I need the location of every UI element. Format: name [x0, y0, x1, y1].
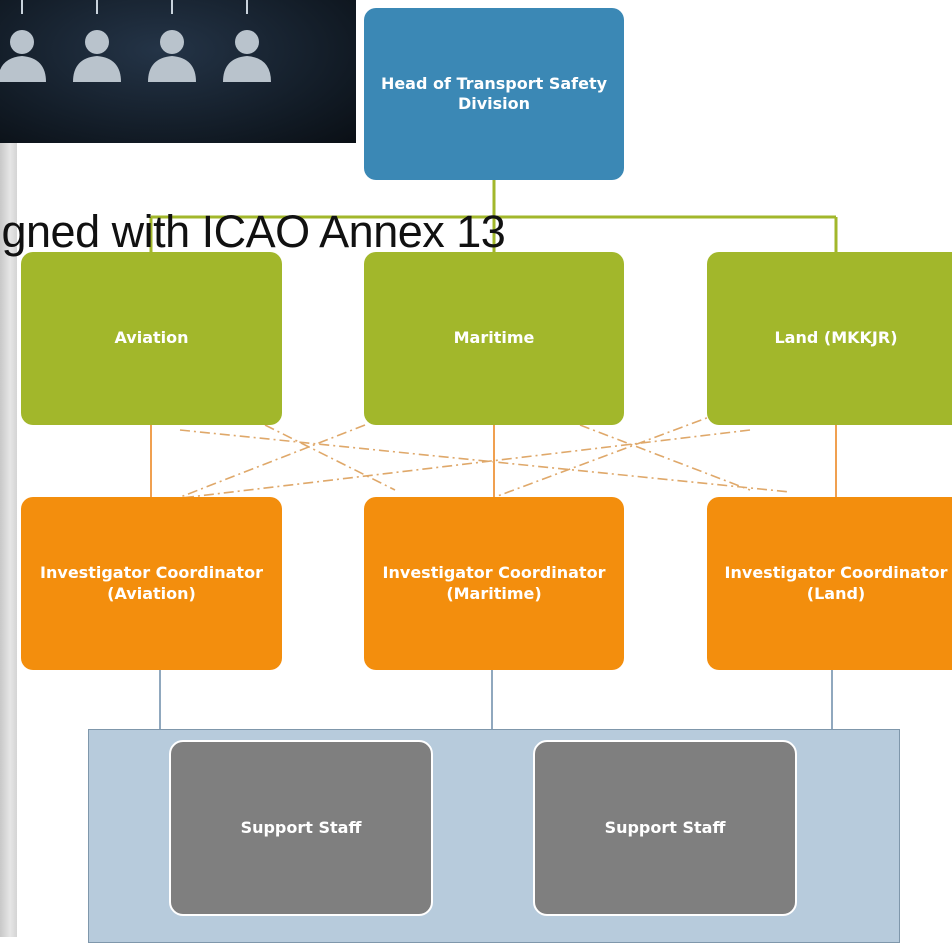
mode-label-aviation: Aviation: [114, 328, 189, 348]
team-photo: [0, 0, 356, 143]
people-silhouettes-icon: [0, 0, 271, 82]
mode-box-aviation: Aviation: [21, 252, 282, 425]
slide-title: igned with ICAO Annex 13: [0, 206, 506, 257]
slide-side-strip: [0, 143, 17, 937]
support-staff-box-1: Support Staff: [169, 740, 433, 916]
support-staff-label-1: Support Staff: [240, 817, 362, 837]
support-staff-label-2: Support Staff: [604, 817, 726, 837]
head-of-division-box: Head of Transport Safety Division: [364, 8, 624, 180]
coordinator-box-aviation: Investigator Coordinator (Aviation): [21, 497, 282, 670]
coordinator-label-aviation: Investigator Coordinator (Aviation): [40, 562, 263, 603]
mode-label-maritime: Maritime: [453, 328, 535, 348]
mode-box-maritime: Maritime: [364, 252, 624, 425]
coordinator-box-land: Investigator Coordinator (Land): [707, 497, 952, 670]
coordinator-label-maritime: Investigator Coordinator (Maritime): [382, 562, 606, 603]
coordinator-label-land: Investigator Coordinator (Land): [724, 562, 948, 603]
head-of-division-label: Head of Transport Safety Division: [380, 74, 608, 113]
mode-box-land: Land (MKKJR): [707, 252, 952, 425]
mode-label-land: Land (MKKJR): [774, 328, 898, 348]
coordinator-box-maritime: Investigator Coordinator (Maritime): [364, 497, 624, 670]
support-staff-box-2: Support Staff: [533, 740, 797, 916]
